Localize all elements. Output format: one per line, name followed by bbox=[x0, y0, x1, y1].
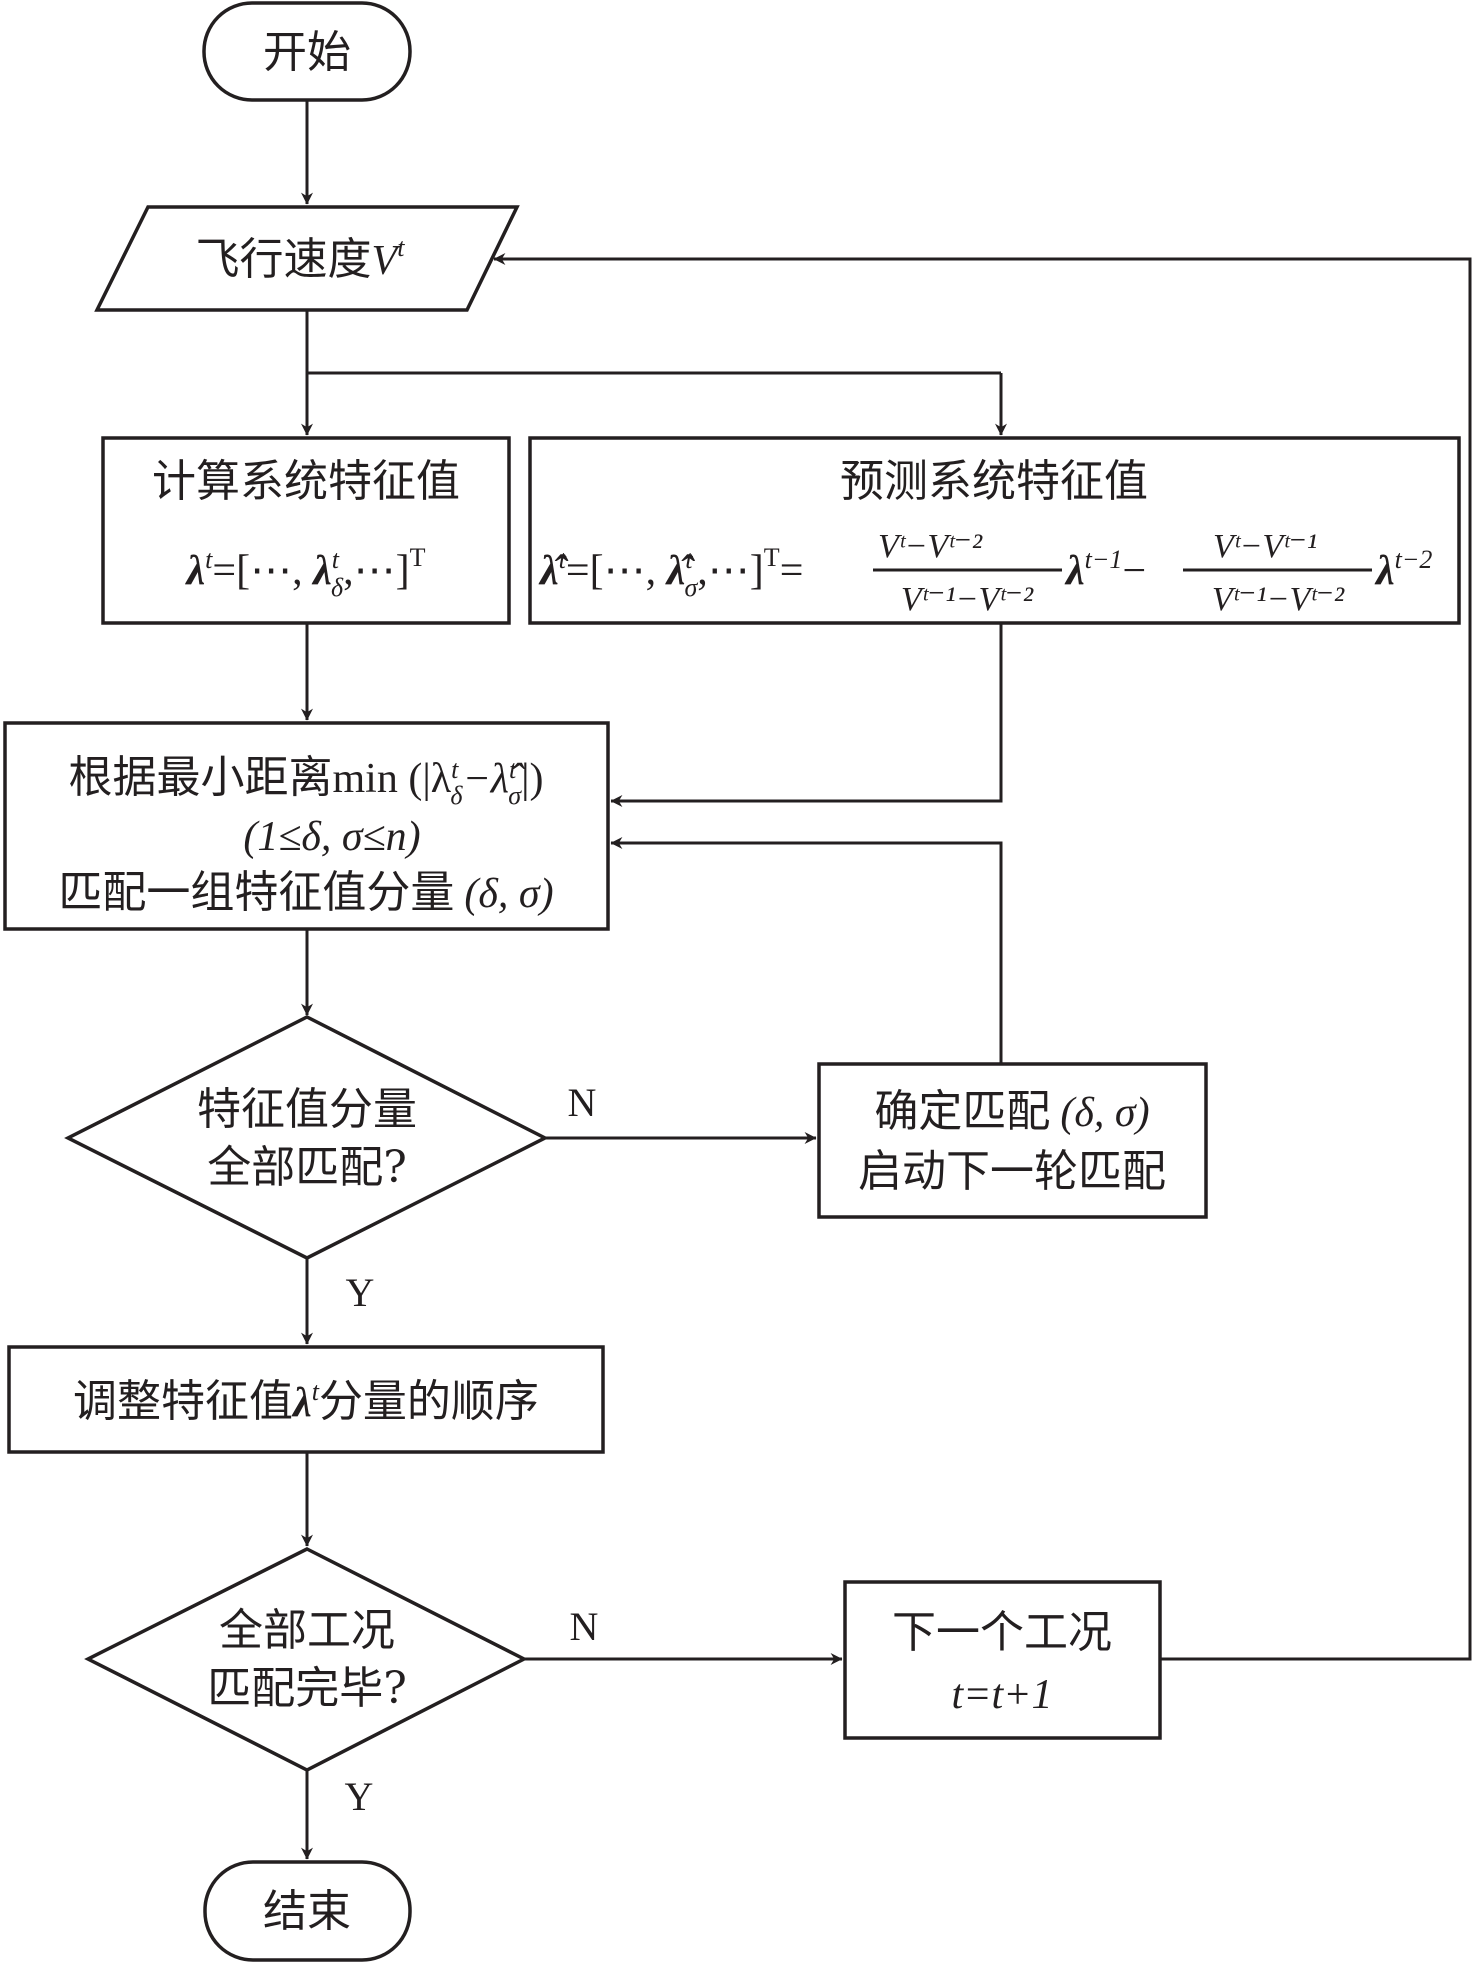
formula-bracket-close: ,⋯] bbox=[343, 548, 410, 594]
next-node: 下一个工况 t=t+1 bbox=[843, 1580, 1162, 1740]
end-node: 结束 bbox=[203, 1860, 412, 1962]
formula-elem: λ bbox=[311, 548, 332, 594]
adjust-lambda: λ bbox=[291, 1380, 312, 1426]
term1-lambda: λ bbox=[1064, 548, 1085, 594]
match-sup1: t bbox=[451, 755, 459, 784]
input-text: 飞行速度Vt bbox=[196, 233, 406, 285]
decision2-yes-label: Y bbox=[345, 1774, 374, 1819]
confirm-node: 确定匹配(δ, σ) 启动下一轮匹配 bbox=[817, 1062, 1208, 1219]
input-label: 飞行速度 bbox=[196, 234, 372, 285]
confirm-pair: (δ, σ) bbox=[1060, 1090, 1149, 1136]
predict-title: 预测系统特征值 bbox=[840, 456, 1148, 507]
edge-predict-to-match bbox=[610, 623, 1003, 807]
formula-elem-sup: t bbox=[685, 545, 693, 574]
input-node: 飞行速度Vt bbox=[94, 205, 520, 312]
frac2-denominator: Vᵗ⁻¹−Vᵗ⁻² bbox=[1212, 581, 1345, 618]
adjust-node: 调整特征值λt分量的顺序 bbox=[7, 1345, 605, 1454]
match-sub2: σ bbox=[508, 781, 522, 810]
formula-bracket-open: =[⋯, bbox=[566, 548, 667, 594]
match-sub1: δ bbox=[450, 781, 463, 810]
confirm-line1: 确定匹配(δ, σ) bbox=[874, 1086, 1149, 1137]
match-line3-pair: (δ, σ) bbox=[464, 871, 553, 917]
next-line1: 下一个工况 bbox=[892, 1607, 1112, 1658]
match-sup2: t bbox=[509, 755, 517, 784]
decision1-line2: 全部匹配? bbox=[207, 1142, 407, 1193]
term2-sup: t−2 bbox=[1395, 545, 1433, 574]
decision1-no-label: N bbox=[568, 1080, 597, 1125]
term2-lambda: λ bbox=[1374, 548, 1395, 594]
input-var-sup: t bbox=[397, 233, 405, 262]
frac1-numerator: Vᵗ−Vᵗ⁻² bbox=[878, 528, 983, 565]
adjust-label: 调整特征值λt分量的顺序 bbox=[73, 1376, 539, 1427]
decision1-yes-label: Y bbox=[346, 1270, 375, 1315]
decision1-node: 特征值分量 全部匹配? bbox=[64, 1015, 549, 1260]
edge-next-loop-to-input bbox=[493, 253, 1472, 1661]
decision2-line1: 全部工况 bbox=[219, 1605, 395, 1656]
frac1-denominator: Vᵗ⁻¹−Vᵗ⁻² bbox=[901, 581, 1034, 618]
formula-elem-sub: δ bbox=[331, 573, 344, 602]
adjust-post: 分量的顺序 bbox=[319, 1376, 539, 1427]
input-var: V bbox=[372, 238, 402, 284]
formula-transpose: T bbox=[764, 543, 780, 572]
formula-elem-sup: t bbox=[332, 545, 340, 574]
term1: λt−1− bbox=[1064, 545, 1146, 594]
start-label: 开始 bbox=[263, 27, 351, 78]
term2: λt−2 bbox=[1374, 545, 1432, 594]
start-node: 开始 bbox=[202, 1, 412, 102]
compute-title: 计算系统特征值 bbox=[152, 456, 460, 507]
formula-sup: t bbox=[559, 545, 567, 574]
match-min: min (|λ bbox=[333, 756, 452, 802]
formula-sup: t bbox=[205, 545, 213, 574]
formula-bracket-close: ,⋯] bbox=[697, 548, 764, 594]
confirm-line2: 启动下一轮匹配 bbox=[858, 1146, 1166, 1197]
match-line2: (1≤δ, σ≤n) bbox=[243, 814, 420, 860]
formula-minus: − bbox=[1122, 548, 1146, 594]
match-close: |) bbox=[521, 756, 543, 802]
decision2-no-label: N bbox=[570, 1604, 599, 1649]
edge-confirm-to-match bbox=[610, 837, 1003, 1064]
formula-transpose: T bbox=[410, 543, 426, 572]
next-line2: t=t+1 bbox=[951, 1672, 1052, 1718]
term1-sup: t−1 bbox=[1085, 545, 1123, 574]
match-line3: 匹配一组特征值分量(δ, σ) bbox=[58, 867, 553, 918]
connectors bbox=[301, 100, 1472, 1860]
match-line3-text: 匹配一组特征值分量 bbox=[58, 867, 454, 918]
adjust-pre: 调整特征值 bbox=[73, 1376, 293, 1427]
formula-bracket-open: =[⋯, bbox=[212, 548, 313, 594]
formula-lambda: λ bbox=[185, 548, 206, 594]
frac2-numerator: Vᵗ−Vᵗ⁻¹ bbox=[1213, 528, 1317, 565]
decision2-line2: 匹配完毕? bbox=[207, 1663, 407, 1714]
formula-elem-sub: σ bbox=[684, 573, 698, 602]
formula-equals: = bbox=[780, 548, 804, 594]
end-label: 结束 bbox=[263, 1886, 351, 1937]
decision2-node: 全部工况 匹配完毕? bbox=[84, 1547, 528, 1772]
decision1-line1: 特征值分量 bbox=[197, 1084, 417, 1135]
confirm-line1-text: 确定匹配 bbox=[874, 1086, 1050, 1137]
match-line1-text: 根据最小距离 bbox=[69, 752, 333, 803]
adjust-sup: t bbox=[312, 1377, 320, 1406]
